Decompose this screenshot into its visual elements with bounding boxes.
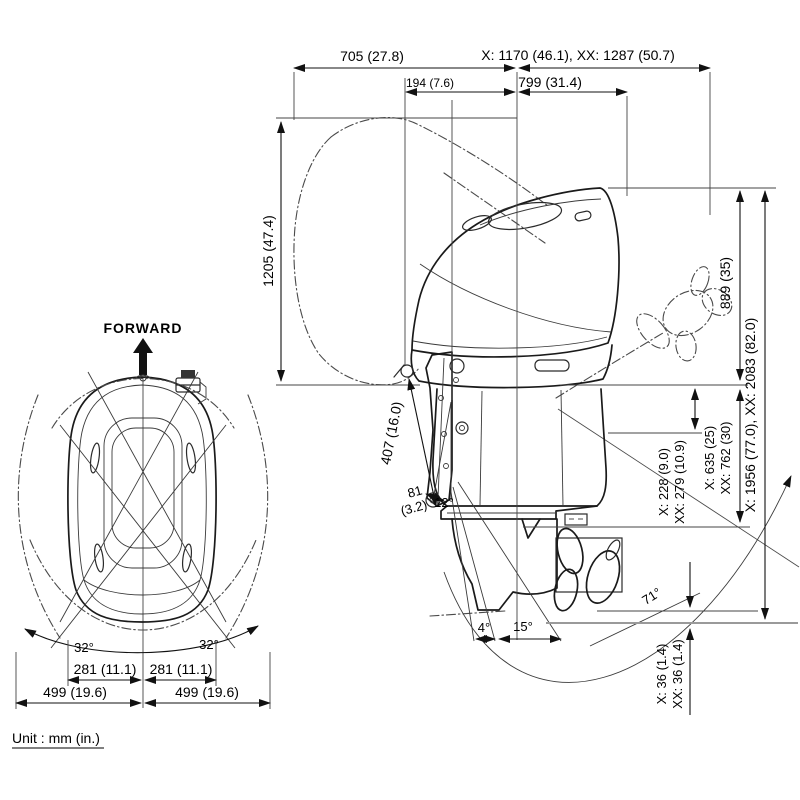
cowl-slot: [574, 210, 592, 222]
dim-transom-height: X: 635 (25) XX: 762 (30): [702, 389, 744, 523]
tilted-propeller-phantom: [636, 266, 733, 362]
steer-angle-right-label: 32°: [199, 637, 219, 652]
dim-label: XX: 36 (1.4): [670, 639, 685, 708]
cowling-outline: [411, 187, 620, 358]
side-vent: [89, 442, 101, 474]
dim-transom-thickness: 81 (3.2): [399, 483, 445, 518]
dim-label: 889 (35): [717, 257, 733, 309]
dim-label: XX: 279 (10.9): [672, 440, 687, 524]
dim-tilted-height: 1205 (47.4): [260, 121, 285, 382]
steering-arc: [24, 625, 259, 654]
gearcase-skeg: [451, 518, 558, 611]
steer-angle-left-label: 32°: [74, 640, 94, 655]
dim-mount-to-plate: X: 228 (9.0) XX: 279 (10.9): [656, 388, 699, 524]
dim-label: X: 635 (25): [702, 426, 717, 490]
tilt-angle-label: 71°: [639, 585, 664, 608]
dim-label: 499 (19.6): [175, 684, 239, 700]
propeller: [553, 527, 623, 612]
casing-badge: [564, 513, 588, 526]
dim-overall-height: X: 1956 (77.0), XX: 2083 (82.0): [742, 190, 769, 620]
dim-label: X: 228 (9.0): [656, 448, 671, 516]
cowl-handle: [534, 359, 570, 372]
forward-label: FORWARD: [103, 320, 182, 336]
dim-label: X: 1956 (77.0), XX: 2083 (82.0): [742, 318, 758, 513]
dim-trim-min-angle: 4°: [475, 620, 496, 643]
dim-tilted-length: 705 (27.8): [293, 48, 516, 72]
dim-label: 281 (11.1): [74, 661, 137, 677]
dim-trim-range-angle: 15°: [498, 619, 562, 643]
anti-ventilation-plate: [440, 505, 598, 520]
flush-connector: [175, 370, 207, 405]
clamp-screw: [400, 364, 414, 378]
tilted-engine-phantom: [293, 117, 800, 617]
dim-label: 407 (16.0): [377, 400, 405, 466]
cowling-top-outline: [67, 376, 217, 623]
engine-side-outline: [393, 187, 623, 642]
dim-label: X: 36 (1.4): [654, 644, 669, 705]
dim-label: XX: 762 (30): [718, 422, 733, 495]
transom-bracket: [393, 351, 459, 508]
upper-casing: [432, 388, 608, 507]
dim-half-width-outer: 499 (19.6) 499 (19.6): [15, 684, 271, 707]
dim-label: 281 (11.1): [150, 661, 213, 677]
dim-label: 81: [406, 483, 424, 501]
dim-label: 4°: [478, 620, 490, 635]
air-intake-vent: [487, 201, 563, 231]
unit-note: Unit : mm (in.): [12, 730, 104, 749]
dim-label: 499 (19.6): [43, 684, 107, 700]
transom-angle-label: 12°: [434, 495, 454, 510]
dim-bracket-setback: 194 (7.6): [405, 76, 516, 96]
side-vent: [185, 442, 197, 474]
dim-label: (3.2): [399, 497, 429, 518]
bottom-cowl: [410, 344, 613, 389]
steering-lines: [50, 371, 236, 649]
dim-half-width-inner: 281 (11.1) 281 (11.1): [67, 661, 217, 684]
dim-cowl-length: 799 (31.4): [518, 74, 628, 96]
dim-label: 194 (7.6): [406, 76, 454, 90]
trim-tab: [521, 518, 541, 539]
dim-label: 799 (31.4): [518, 74, 582, 90]
forward-arrow-icon: [133, 338, 153, 375]
unit-note-label: Unit : mm (in.): [12, 730, 100, 746]
dim-label: 705 (27.8): [340, 48, 404, 64]
dim-label: X: 1170 (46.1), XX: 1287 (50.7): [481, 47, 675, 63]
dim-cowl-height: 889 (35): [717, 190, 744, 381]
dim-skeg-clearance: X: 36 (1.4) XX: 36 (1.4): [654, 562, 694, 715]
top-view: FORWARD: [15, 320, 271, 709]
extension-lines: [276, 72, 798, 640]
side-view: 705 (27.8) X: 1170 (46.1), XX: 1287 (50.…: [260, 47, 800, 715]
dim-label: 1205 (47.4): [260, 215, 276, 287]
dim-label: 15°: [513, 619, 533, 634]
dim-overall-length: X: 1170 (46.1), XX: 1287 (50.7): [481, 47, 711, 72]
air-intake-vent-small: [462, 215, 492, 231]
